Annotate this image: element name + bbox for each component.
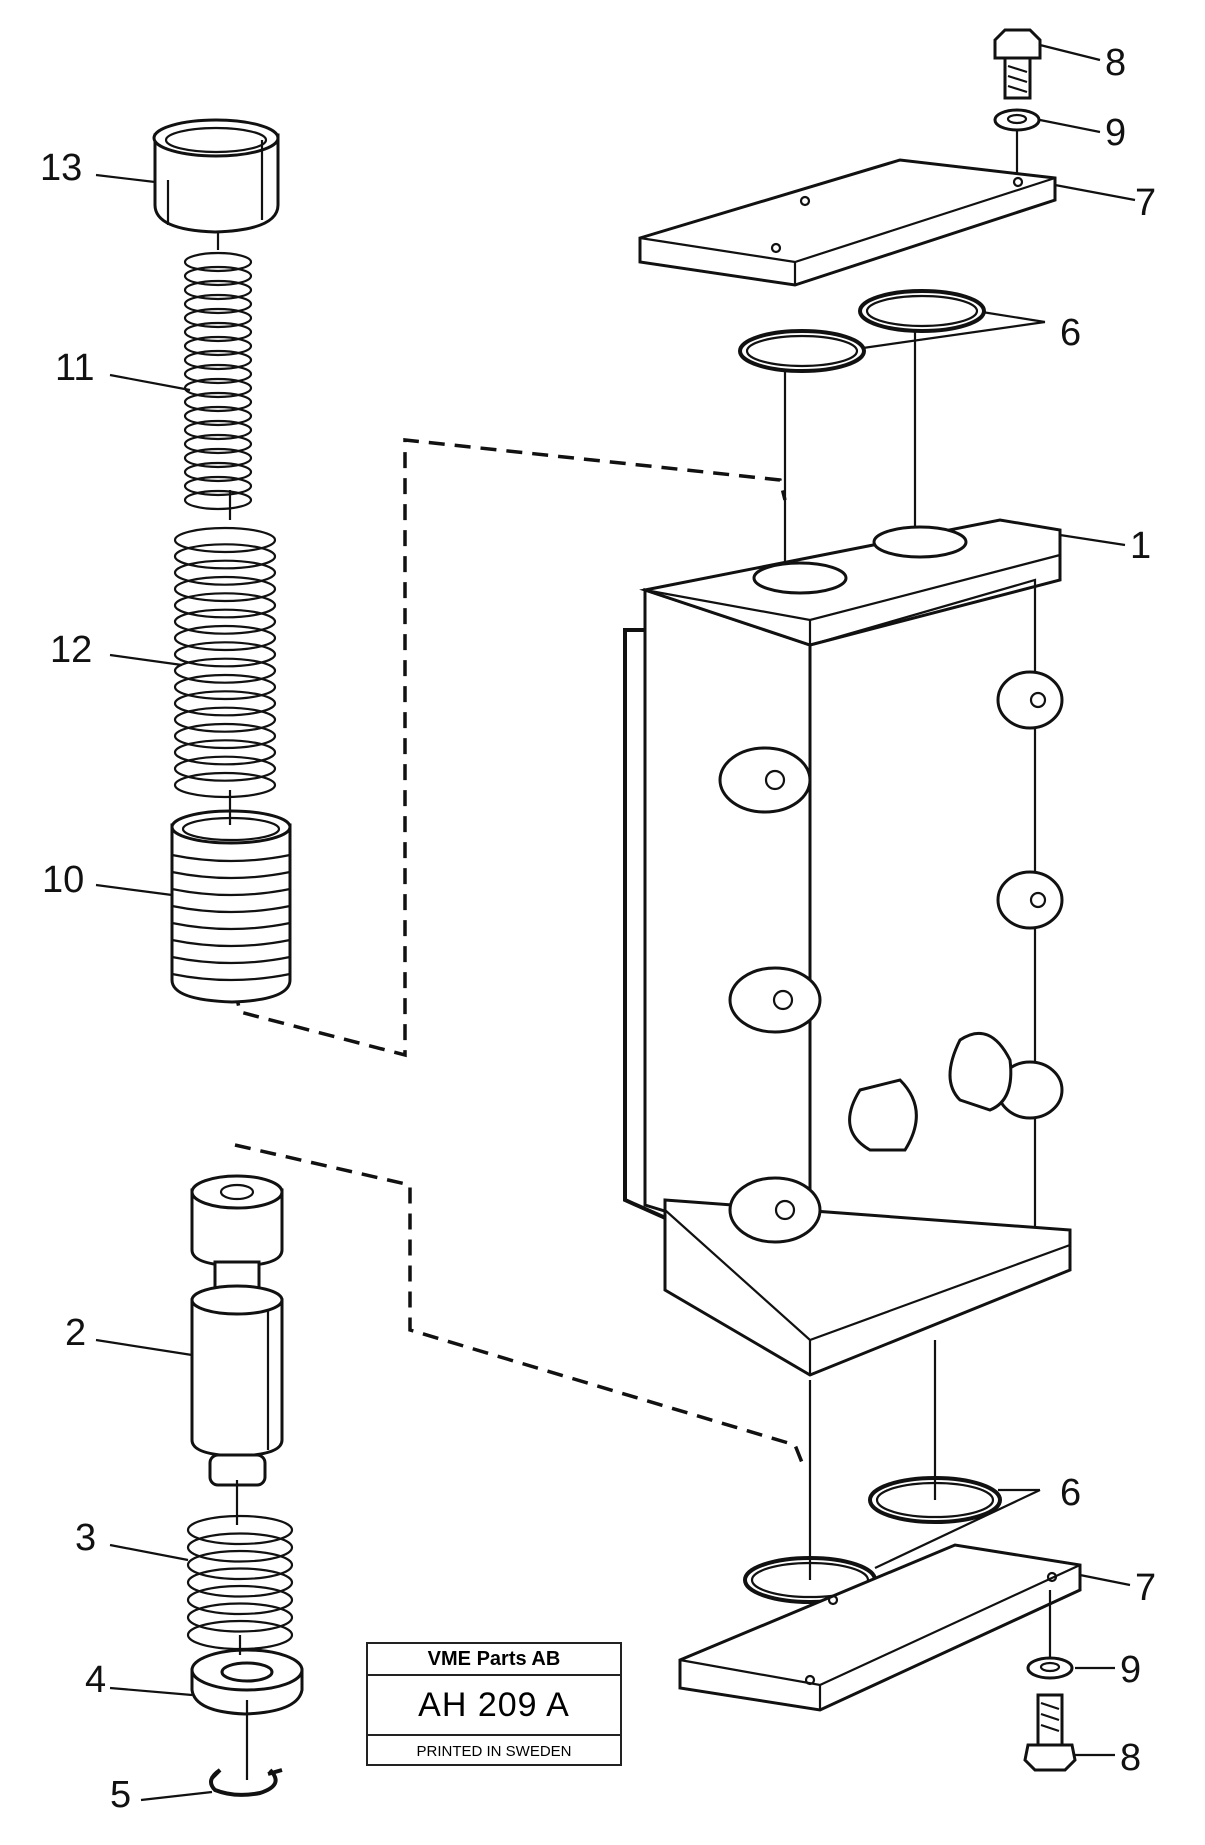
drawing-code: AH 209 A — [368, 1676, 620, 1736]
spring-coil — [186, 1584, 294, 1616]
part-7-cover-plate-top — [638, 158, 1057, 287]
spring-coil — [183, 307, 253, 329]
label-10: 10 — [42, 859, 84, 901]
spring-coil — [173, 722, 277, 750]
spring-coil — [183, 419, 253, 441]
spring-coil — [173, 673, 277, 701]
spring-coil — [173, 739, 277, 766]
label-8-bottom: 8 — [1120, 1737, 1141, 1779]
part-4-spring-seat — [190, 1648, 304, 1716]
spring-coil — [183, 489, 253, 511]
spring-coil — [183, 293, 253, 315]
spring-coil — [183, 363, 253, 385]
printed-note: PRINTED IN SWEDEN — [416, 1743, 572, 1760]
label-6-top: 6 — [1060, 312, 1081, 354]
spring-coil — [173, 526, 277, 554]
label-12: 12 — [50, 629, 92, 671]
spring-coil — [183, 405, 253, 427]
part-11-spring — [183, 251, 253, 511]
part-9-washer-top — [993, 108, 1041, 132]
part-12-spring — [173, 526, 277, 799]
spring-coil — [173, 690, 277, 717]
spring-coil — [173, 608, 277, 635]
dashed-connection-upper — [233, 438, 787, 1058]
spring-coil — [173, 592, 277, 619]
spring-coil — [173, 755, 277, 782]
label-11: 11 — [55, 347, 94, 389]
spring-coil — [173, 624, 277, 652]
spring-coil — [186, 1532, 294, 1563]
spring-coil — [183, 433, 253, 455]
part-2-valve-stem — [190, 1174, 284, 1487]
label-4: 4 — [85, 1659, 106, 1701]
spring-coil — [183, 279, 253, 301]
piston-groove — [171, 904, 291, 914]
label-9-top: 9 — [1105, 112, 1126, 154]
part-13-cap — [152, 118, 280, 234]
spring-coil — [173, 575, 277, 603]
title-block: VME Parts AB AH 209 A PRINTED IN SWEDEN — [366, 1642, 622, 1766]
spring-coil — [186, 1514, 294, 1546]
spring-coil — [183, 377, 253, 399]
part-9-washer-bottom — [1026, 1656, 1074, 1680]
alignment-lines-left — [216, 232, 249, 1780]
spring-coil — [183, 265, 253, 287]
spring-coil — [183, 391, 253, 413]
part-3-spring — [186, 1514, 294, 1651]
spring-coil — [173, 771, 277, 799]
spring-coil — [183, 349, 253, 371]
label-9-bottom: 9 — [1120, 1649, 1141, 1691]
part-7-cover-plate-bottom — [678, 1543, 1082, 1712]
label-2: 2 — [65, 1312, 86, 1354]
label-6-bottom: 6 — [1060, 1472, 1081, 1514]
spring-coil — [173, 543, 277, 570]
label-1: 1 — [1130, 525, 1151, 567]
spring-coil — [173, 706, 277, 733]
spring-coil — [183, 461, 253, 483]
spring-coil — [183, 251, 253, 273]
spring-coil — [173, 641, 277, 668]
piston-groove — [171, 887, 291, 897]
label-7-bottom: 7 — [1135, 1567, 1156, 1609]
spring-coil — [183, 335, 253, 357]
spring-coil — [186, 1602, 294, 1633]
label-13: 13 — [40, 147, 82, 189]
company-name: VME Parts AB — [368, 1644, 620, 1676]
spring-coil — [186, 1567, 294, 1598]
piston-groove — [171, 853, 291, 863]
part-1-valve-housing — [623, 518, 1072, 1377]
spring-coil — [183, 447, 253, 469]
part-8-bolt-top — [993, 28, 1042, 100]
spring-coil — [173, 559, 277, 586]
piston-groove — [171, 972, 291, 982]
spring-coil — [186, 1549, 294, 1581]
part-6-seal-rings-top — [738, 289, 986, 570]
piston-groove — [171, 870, 291, 880]
leader-lines — [95, 43, 1136, 1802]
alignment-lines-right-lower — [808, 1340, 937, 1580]
label-3: 3 — [75, 1517, 96, 1559]
part-labels: 8 9 7 6 1 13 11 12 10 2 3 4 5 6 7 9 8 — [40, 42, 1156, 1816]
part-10-piston — [170, 809, 292, 1004]
piston-groove — [171, 955, 291, 965]
piston-groove — [171, 938, 291, 948]
label-8-top: 8 — [1105, 42, 1126, 84]
spring-coil — [183, 475, 253, 497]
spring-coil — [183, 321, 253, 343]
piston-groove — [171, 921, 291, 931]
label-5: 5 — [110, 1774, 131, 1816]
housing-bosses — [718, 670, 1064, 1244]
spring-coil — [173, 657, 277, 684]
dashed-connection-lower — [234, 1143, 807, 1471]
label-7-top: 7 — [1135, 182, 1156, 224]
part-5-circlip — [209, 1768, 283, 1797]
part-8-bolt-bottom — [1023, 1693, 1077, 1772]
